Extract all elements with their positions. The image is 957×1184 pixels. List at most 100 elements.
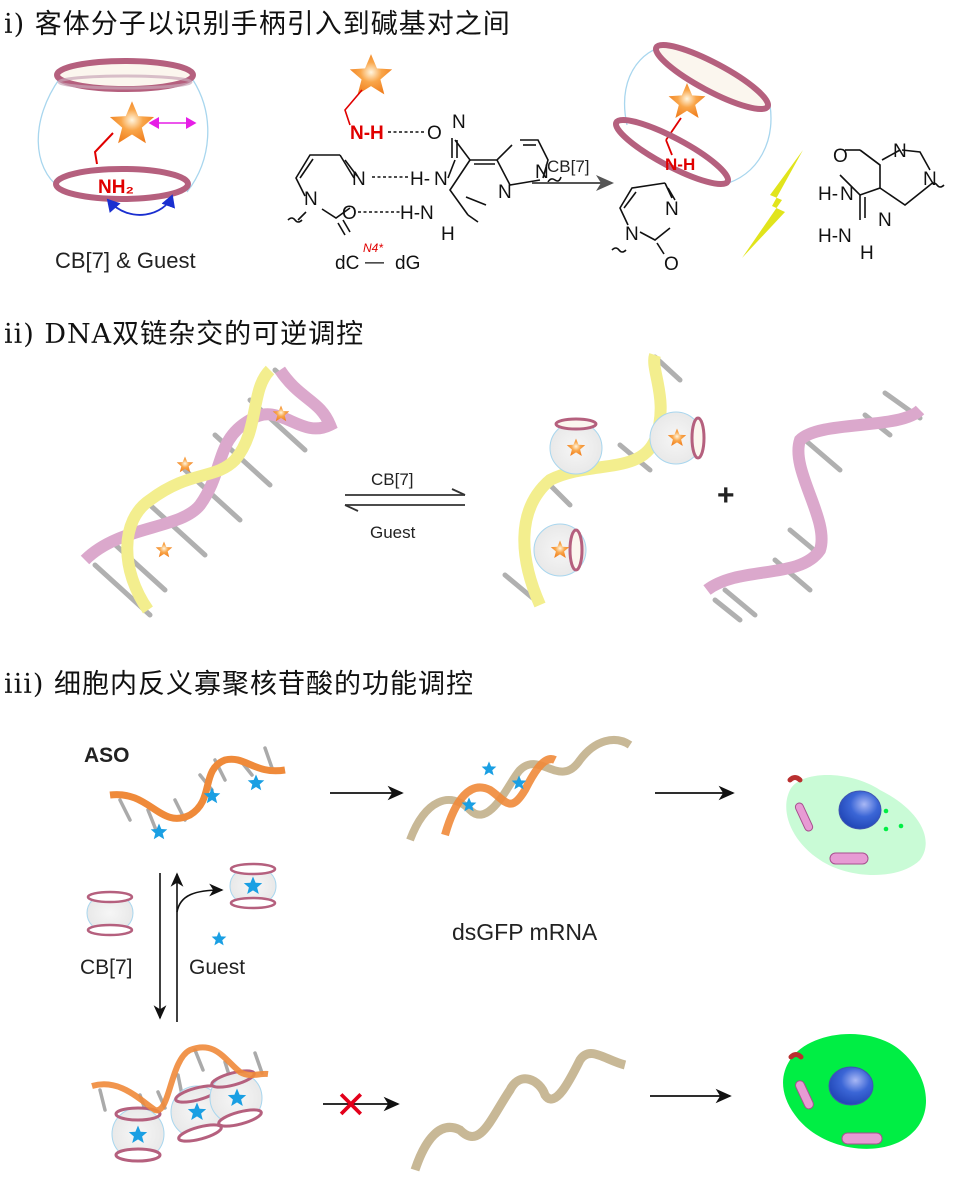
er-organelle <box>829 852 869 865</box>
cb7-reaction-arrow: CB[7] <box>532 157 614 191</box>
atom-o: O <box>427 123 442 144</box>
cb7-complex <box>533 523 587 577</box>
nucleus-icon <box>828 1066 874 1106</box>
duplex-dna <box>80 365 338 618</box>
atom-n: N <box>352 169 366 190</box>
reverse-label: Guest <box>370 523 416 542</box>
base-pair-structure <box>287 54 562 236</box>
mitochondrion <box>788 1052 804 1060</box>
er-organelle <box>795 1080 814 1110</box>
section-iii-title: iii) 细胞内反义寡聚核苷酸的功能调控 <box>4 669 475 700</box>
aso-mrna-hybrid <box>406 736 633 842</box>
atom-h: H <box>860 243 874 264</box>
atom-h: H- <box>818 184 838 205</box>
atom-o: O <box>342 203 357 224</box>
orange-strand <box>109 755 286 822</box>
blocked-arrow: ✕ <box>323 1083 400 1127</box>
pair-caption-dash: — <box>365 252 384 273</box>
base-pair-atoms: N-H O N H- N N O H-N H N N N dC N4* — dG <box>304 112 549 274</box>
blocked-x-icon: ✕ <box>335 1083 367 1127</box>
section-ii-title: ii) DNA双链杂交的可逆调控 <box>4 319 365 350</box>
cb7-complex <box>549 417 603 475</box>
cell-low-gfp <box>786 775 926 875</box>
blue-star-icon <box>481 761 497 776</box>
carbonyl-interaction-arrow <box>106 194 176 216</box>
aso-cb7-complex <box>91 1044 269 1163</box>
cb7-portal <box>652 41 772 113</box>
plus-sign: + <box>717 479 735 512</box>
atom-hn: H-N <box>818 226 852 247</box>
orange-strand <box>441 755 557 837</box>
atom-h: H <box>441 224 455 245</box>
er-organelle <box>841 1132 883 1145</box>
guest-label: Guest <box>189 956 245 979</box>
arrow-label: CB[7] <box>547 157 590 176</box>
free-mrna-strand <box>410 1049 627 1172</box>
atom-n: N <box>498 182 512 203</box>
atom-n: N <box>304 189 318 210</box>
nucleus-icon <box>838 790 882 830</box>
nh-label: N-H <box>350 123 384 144</box>
complexed-product: N-H N N O <box>611 41 772 275</box>
complexed-strand <box>502 353 706 608</box>
pair-caption-dc: dC <box>335 253 359 274</box>
atom-o: O <box>664 254 679 275</box>
mitochondrion <box>787 775 803 783</box>
atom-n: N <box>878 210 892 231</box>
pink-strand <box>80 366 338 565</box>
guest-star-icon <box>155 541 173 558</box>
mrna-strand <box>406 736 633 842</box>
atom-n: N <box>665 199 679 220</box>
yellow-strand <box>518 353 667 608</box>
atom-n: N <box>434 169 448 190</box>
host-guest-caption: CB[7] & Guest <box>55 248 196 273</box>
pair-caption-sup: N4* <box>363 241 383 255</box>
atom-hn: H-N <box>400 203 434 224</box>
equilibrium-arrows: CB[7] Guest <box>344 470 466 542</box>
free-guest-star-icon <box>211 931 227 946</box>
atom-n: N <box>452 112 466 133</box>
atom-o: O <box>833 146 848 167</box>
cb7-complex <box>209 1069 263 1128</box>
er-organelle <box>794 802 814 832</box>
atom-n: N <box>625 224 639 245</box>
cb7-guest-complex <box>229 862 277 910</box>
guest-star-icon <box>349 54 393 95</box>
blue-star-icon <box>247 774 265 791</box>
cb7-complex <box>649 411 706 465</box>
gfp-dot <box>883 826 889 832</box>
vertical-equilibrium-arrows <box>153 872 224 1022</box>
forward-label: CB[7] <box>371 470 414 489</box>
single-pink-strand <box>703 390 925 623</box>
aso-label: ASO <box>84 744 130 767</box>
amine-label: NH₂ <box>98 177 134 198</box>
cage-right-wall <box>186 79 209 193</box>
gfp-dot <box>883 808 889 814</box>
cb7-complex <box>111 1106 165 1163</box>
section-i-title: i) 客体分子以识别手柄引入到碱基对之间 <box>4 9 511 40</box>
cb7-portal <box>612 116 732 188</box>
nh-label: N-H <box>665 155 695 174</box>
cage-left-wall <box>37 77 61 189</box>
linker-bond <box>93 132 114 165</box>
pink-strand <box>703 405 925 596</box>
atom-h: H- <box>410 169 430 190</box>
cb7-top-portal-shade <box>57 74 193 90</box>
atom-n: N <box>840 184 854 205</box>
guest-star-icon <box>109 101 155 144</box>
yellow-strand <box>121 365 275 614</box>
orange-strand <box>91 1044 269 1114</box>
cb7-label: CB[7] <box>80 956 133 979</box>
atom-n: N <box>893 141 907 162</box>
lightning-icon <box>742 150 803 258</box>
gfp-dot <box>898 823 904 829</box>
free-guanine: O H- N N N N H-N H <box>818 141 945 264</box>
aso-strand <box>109 746 286 840</box>
cell-high-gfp <box>783 1033 927 1149</box>
mrna-label: dsGFP mRNA <box>452 919 598 945</box>
free-cb7 <box>86 890 134 937</box>
host-guest-complex: NH₂ CB[7] & Guest <box>37 58 209 273</box>
atom-n: N <box>923 169 937 190</box>
atom-n: N <box>535 162 549 183</box>
